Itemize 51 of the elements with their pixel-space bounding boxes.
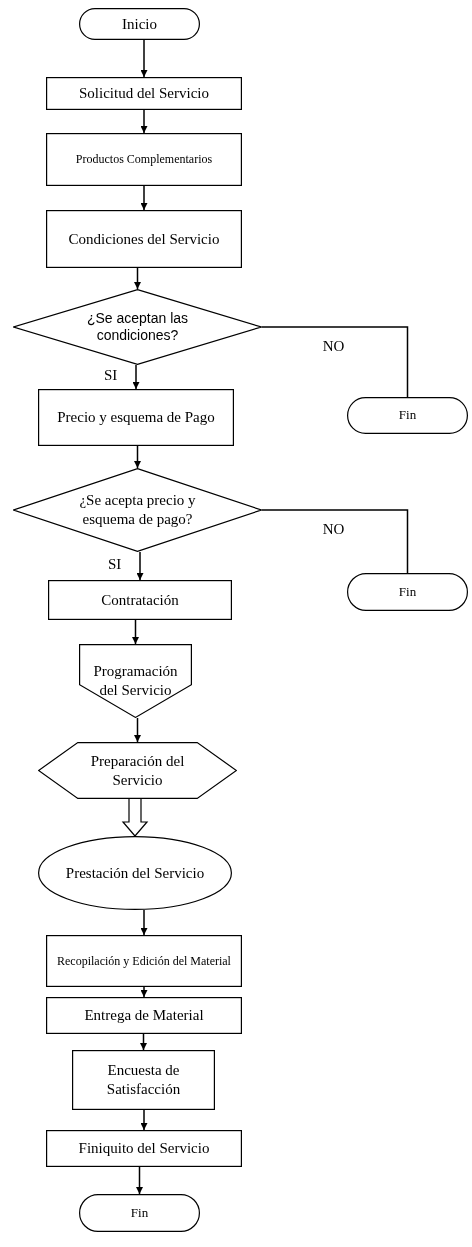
arrow: [140, 109, 148, 134]
node-text: Preparación del Servicio: [89, 751, 186, 790]
process-box: [46, 1130, 242, 1167]
decision-diamond: [13, 468, 262, 552]
arrow: [134, 267, 141, 290]
process-box: [46, 997, 242, 1034]
terminal-shape: [347, 397, 468, 434]
node-text: Contratación: [101, 590, 179, 610]
arrow: [132, 619, 139, 645]
node-text: Inicio: [122, 14, 157, 34]
node-text: Encuesta de Satisfacción: [105, 1061, 182, 1099]
node-text: Productos Complementarios: [75, 152, 213, 167]
terminal-shape: [79, 1194, 200, 1232]
decision-diamond: [13, 289, 262, 365]
arrow: [140, 909, 148, 936]
terminal-shape: [347, 573, 468, 611]
arrow: [140, 986, 148, 998]
arrow: [140, 185, 148, 211]
node-text: Programación del Servicio: [92, 662, 179, 700]
node-text: Fin: [398, 583, 417, 601]
arrow: [140, 39, 148, 78]
arrow: [140, 1109, 148, 1131]
process-box: [46, 77, 242, 110]
terminal-shape: [79, 8, 200, 40]
node-text: Condiciones del Servicio: [68, 229, 220, 249]
node-text: Solicitud del Servicio: [79, 84, 209, 103]
process-box: [72, 1050, 215, 1110]
process-box: [46, 133, 242, 186]
node-text: Finiquito del Servicio: [78, 1139, 210, 1158]
arrow: [136, 1166, 143, 1195]
node-text: ¿Se acepta precio y esquema de pago?: [78, 491, 197, 529]
block-arrow: [121, 798, 149, 837]
process-box: [48, 580, 232, 620]
node-text: Recopilación y Edición del Material: [57, 953, 231, 969]
node-text: Entrega de Material: [84, 1006, 204, 1025]
process-box: [46, 210, 242, 268]
arrow: [134, 717, 141, 743]
arrow: [132, 364, 140, 390]
arrow: [136, 551, 144, 581]
node-text: Precio y esquema de Pago: [57, 408, 215, 427]
process-box: [38, 389, 234, 446]
off-page-connector: [79, 644, 192, 718]
arrow: [140, 1033, 147, 1051]
process-box: [46, 935, 242, 987]
node-text: Prestación del Servicio: [65, 863, 205, 883]
preparation-hexagon: [38, 742, 237, 799]
node-text: ¿Se aceptan las condiciones?: [85, 309, 190, 345]
arrow: [134, 445, 141, 469]
ellipse-shape: [38, 836, 232, 910]
node-text: Fin: [398, 407, 417, 424]
node-text: Fin: [130, 1204, 149, 1222]
